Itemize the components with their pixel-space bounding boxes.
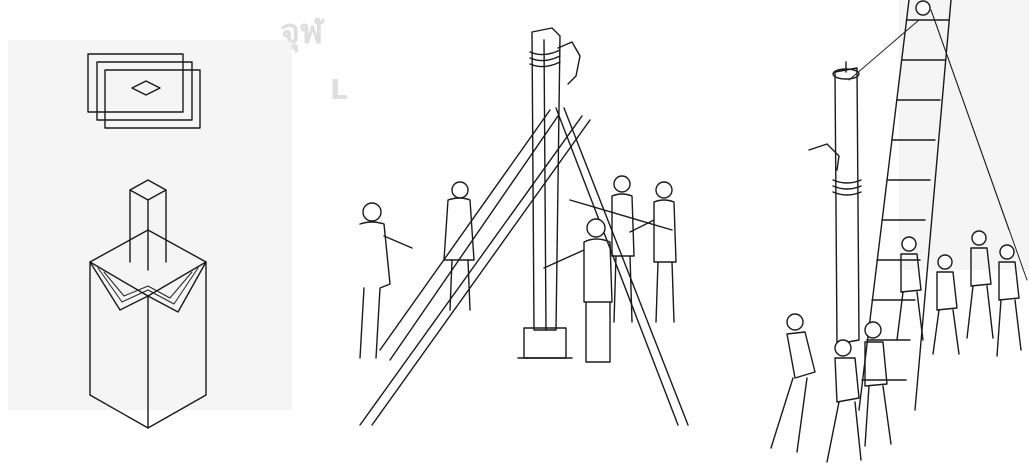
pillar-erection-with-poles-icon [320, 0, 700, 466]
pillar-wrapping-diagram-icon [0, 0, 300, 466]
pillar-raising-with-ladder-icon [709, 0, 1029, 466]
